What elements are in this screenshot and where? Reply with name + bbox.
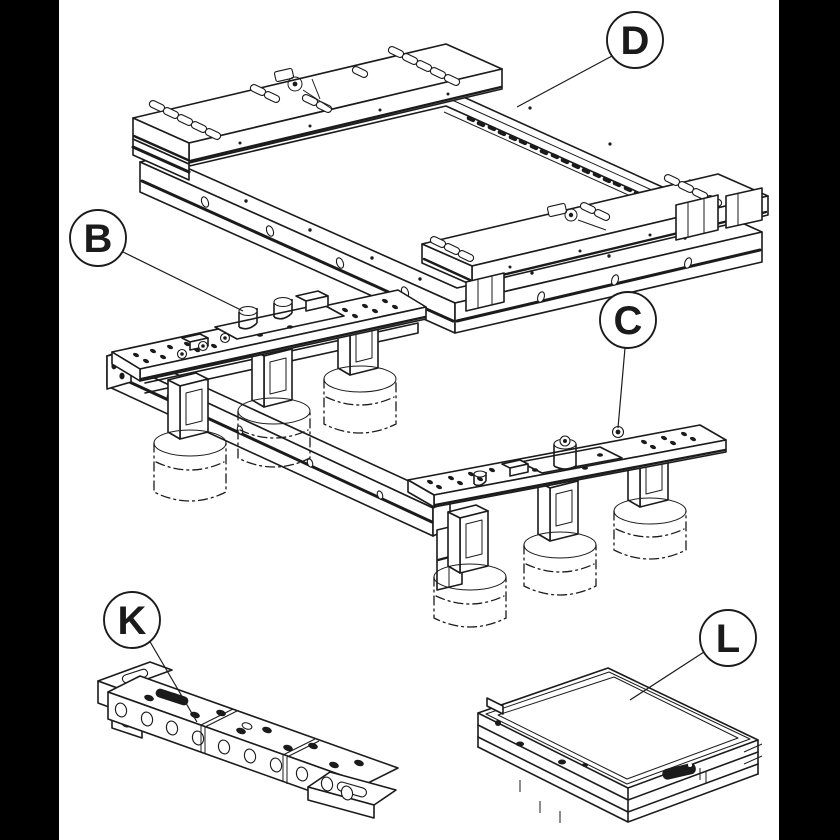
callout-c: C bbox=[599, 291, 657, 429]
callout-d: D bbox=[516, 11, 664, 108]
frame-top-dots bbox=[244, 106, 692, 281]
callout-b: B bbox=[69, 209, 244, 312]
part-l-pallet-stack bbox=[477, 667, 763, 823]
callout-b-circle bbox=[69, 209, 127, 267]
part-k-clamp-bar bbox=[97, 661, 399, 819]
leader-line-b bbox=[116, 248, 244, 312]
callout-k: K bbox=[103, 591, 198, 723]
bar-foot bbox=[725, 187, 763, 229]
leader-line-d bbox=[516, 55, 613, 108]
callout-d-circle bbox=[606, 11, 664, 69]
callout-d-letter: D bbox=[621, 19, 650, 63]
bar-dot-holes bbox=[238, 92, 450, 145]
callout-l-letter: L bbox=[716, 617, 740, 661]
part-c-clamp-rail bbox=[407, 424, 727, 508]
bar-slot-pattern bbox=[429, 174, 723, 262]
callout-l: L bbox=[629, 609, 757, 701]
callout-c-circle bbox=[599, 291, 657, 349]
callout-k-circle bbox=[103, 591, 161, 649]
bar-segment-joint bbox=[200, 708, 238, 754]
bar-clamp-detail bbox=[273, 67, 333, 110]
leader-line-k bbox=[148, 639, 198, 723]
part-d-top-frame bbox=[131, 43, 769, 334]
clamp-cluster-c bbox=[473, 425, 625, 487]
letterbox-left bbox=[0, 0, 59, 840]
part-d-mounting-bar-right bbox=[421, 173, 769, 312]
middle-fixture-assembly bbox=[106, 289, 727, 628]
bar-clamp-detail bbox=[546, 202, 607, 231]
part-d-mounting-bar-left bbox=[131, 43, 503, 181]
pallet-clips bbox=[486, 697, 763, 767]
callout-l-circle bbox=[699, 609, 757, 667]
bar-foot bbox=[465, 272, 505, 312]
support-posts-b bbox=[153, 312, 397, 502]
bar-segment-joint bbox=[282, 738, 320, 784]
part-b-clamp-rail bbox=[111, 289, 427, 382]
rail-hole-pattern bbox=[426, 431, 697, 490]
letterbox-right bbox=[779, 0, 840, 840]
bar-slot-pattern bbox=[148, 46, 461, 140]
callout-c-letter: C bbox=[614, 299, 643, 343]
brand-logo-mark bbox=[662, 763, 696, 780]
leader-line-c bbox=[617, 347, 626, 429]
bar-top-holes bbox=[144, 692, 364, 769]
leader-line-l bbox=[629, 651, 705, 701]
callout-k-letter: K bbox=[118, 599, 147, 643]
callout-b-letter: B bbox=[84, 217, 113, 261]
clamp-cluster-b bbox=[176, 290, 345, 360]
